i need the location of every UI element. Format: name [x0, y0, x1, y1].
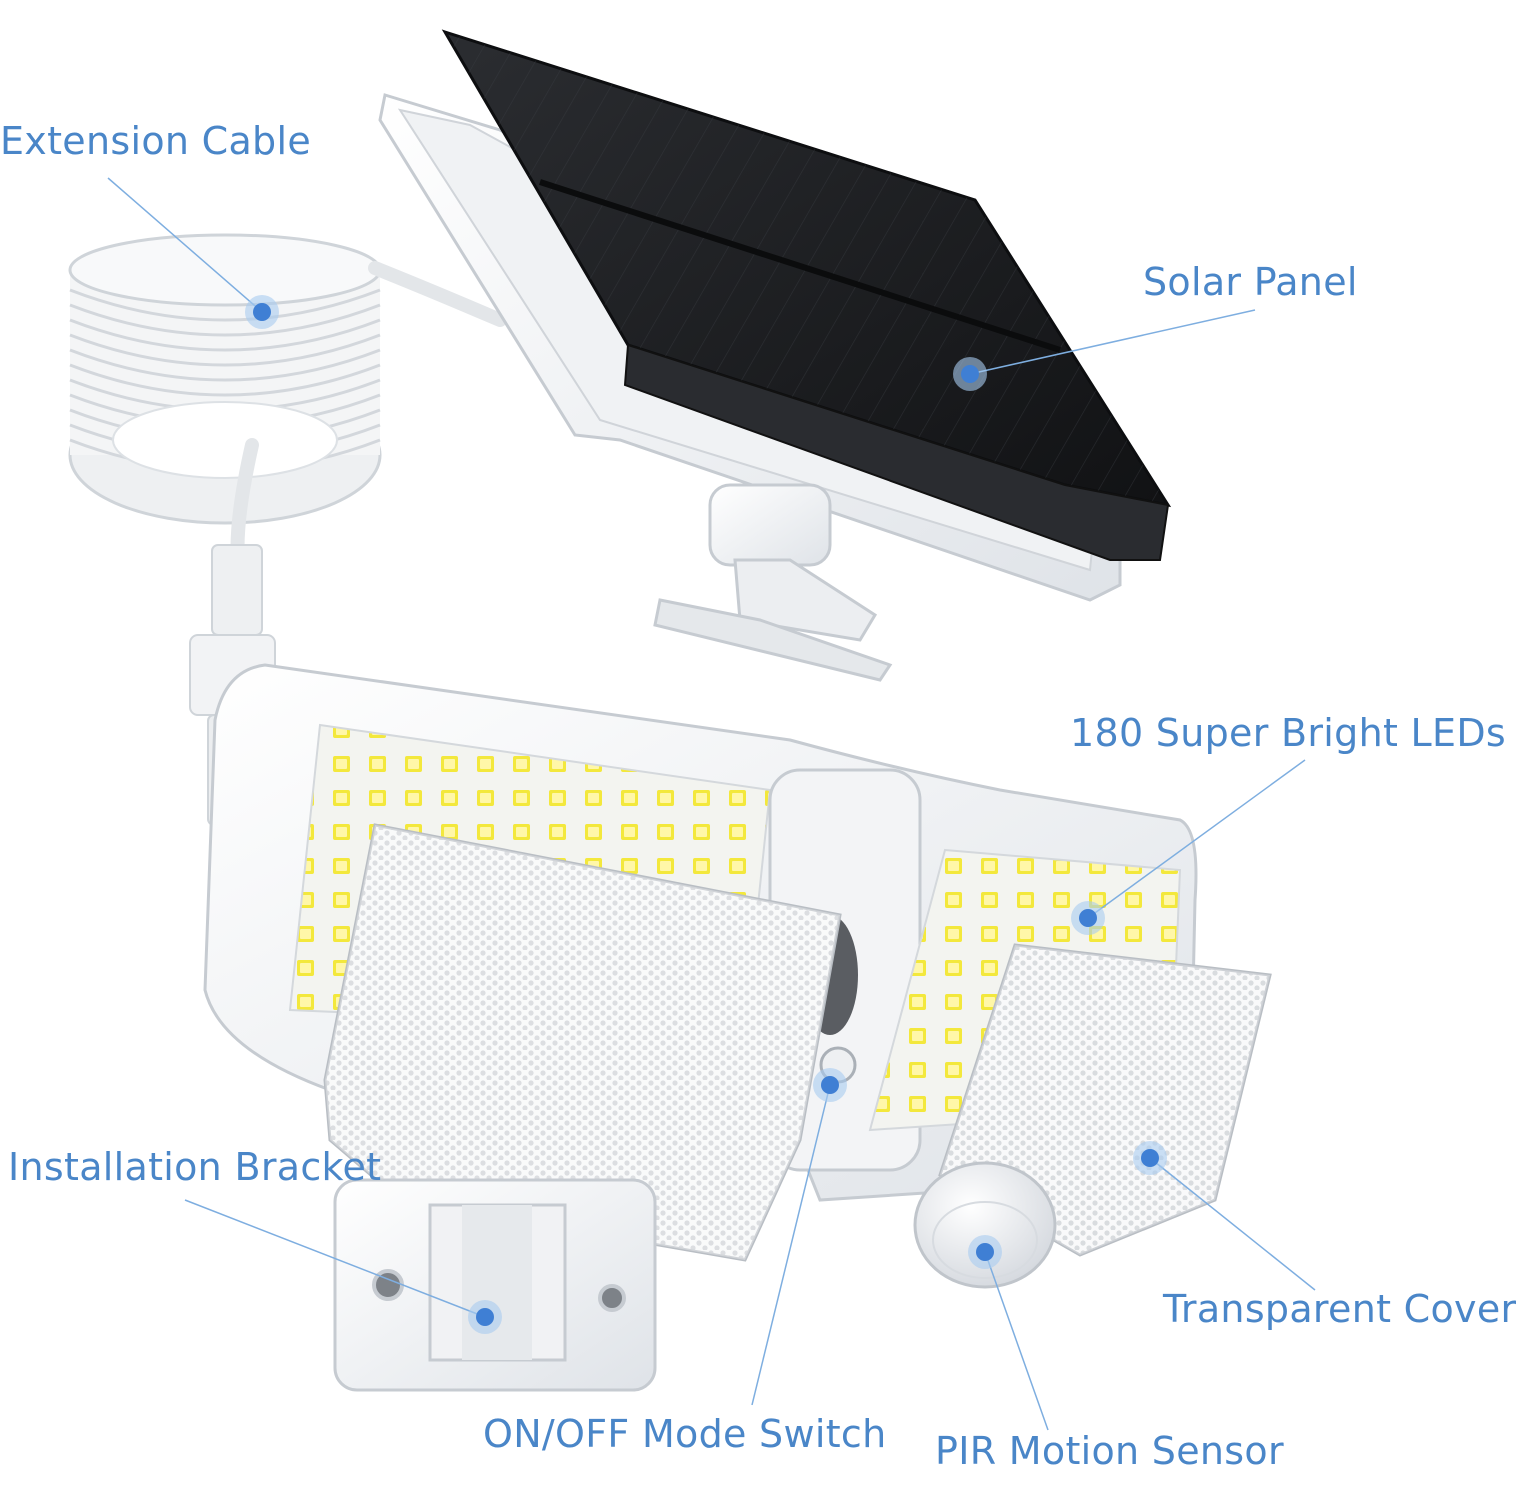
- light-housing: [203, 663, 1272, 1289]
- dot-extension-cable: [245, 295, 279, 329]
- installation-bracket-part: [333, 1178, 657, 1392]
- callout-lines: [107, 177, 1316, 1431]
- extension-cable-coil: [68, 233, 507, 826]
- label-extension-cable: Extension Cable: [0, 119, 312, 163]
- label-pir-sensor: PIR Motion Sensor: [935, 1429, 1284, 1473]
- leader-line-installation-bracket: [184, 1199, 486, 1318]
- label-solar-panel: Solar Panel: [1143, 260, 1358, 304]
- label-transparent-cover: Transparent Cover: [1163, 1287, 1516, 1331]
- solar-panel-assembly: [378, 29, 1172, 682]
- dot-installation-bracket: [468, 1300, 502, 1334]
- label-mode-switch: ON/OFF Mode Switch: [483, 1412, 887, 1456]
- leader-line-mode-switch: [751, 1084, 831, 1406]
- callout-dots: [245, 295, 1167, 1334]
- leader-line-transparent-cover: [1149, 1157, 1316, 1291]
- dot-pir-sensor: [968, 1235, 1002, 1269]
- dot-solar-panel: [953, 357, 987, 391]
- label-installation-bracket: Installation Bracket: [8, 1145, 382, 1189]
- leader-line-leds: [1087, 759, 1306, 919]
- dot-leds: [1071, 901, 1105, 935]
- leader-line-solar-panel: [969, 309, 1256, 375]
- leader-line-pir-sensor: [984, 1251, 1049, 1431]
- label-leds: 180 Super Bright LEDs: [1070, 711, 1506, 755]
- dot-transparent-cover: [1133, 1141, 1167, 1175]
- leader-line-extension-cable: [107, 177, 263, 313]
- dot-mode-switch: [813, 1068, 847, 1102]
